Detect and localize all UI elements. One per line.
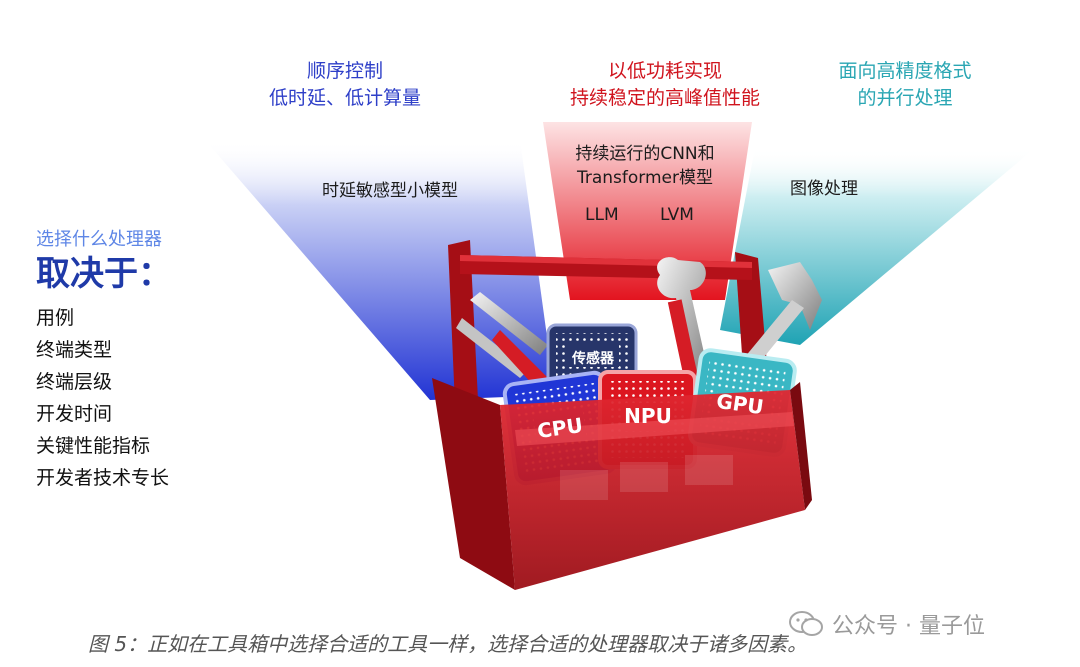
watermark-text: 公众号 · 量子位 <box>832 614 985 639</box>
beam-text-llm: LLM <box>585 205 619 225</box>
figure-caption: 图 5：正如在工具箱中选择合适的工具一样，选择合适的处理器取决于诸多因素。 <box>88 632 808 656</box>
left-panel: 选择什么处理器 取决于： 用例 终端类型 终端层级 开发时间 关键性能指标 开发… <box>36 228 172 494</box>
header-teal-line2: 的并行处理 <box>857 87 953 109</box>
watermark: 公众号 · 量子位 <box>788 608 985 640</box>
chip-label-npu: NPU <box>624 404 672 428</box>
beam-text-teal: 图像处理 <box>790 179 858 199</box>
header-teal: 面向高精度格式 的并行处理 <box>790 58 1020 112</box>
factor-item: 关键性能指标 <box>36 435 151 457</box>
header-blue-line1: 顺序控制 <box>306 60 383 82</box>
toolbox-body <box>432 378 812 590</box>
header-red: 以低功耗实现 持续稳定的高峰值性能 <box>520 58 810 112</box>
red-beam <box>543 122 752 300</box>
header-red-line2: 持续稳定的高峰值性能 <box>569 87 760 109</box>
factor-item: 开发时间 <box>36 403 113 425</box>
beam-text-red-line2: Transformer模型 <box>576 168 713 188</box>
factor-item: 终端层级 <box>36 371 113 393</box>
header-teal-line1: 面向高精度格式 <box>838 60 972 82</box>
chip-label-sensor: 传感器 <box>572 351 614 367</box>
factor-item: 用例 <box>36 307 75 329</box>
beam-text-red-line1: 持续运行的CNN和 <box>575 144 715 164</box>
wrench-icon <box>657 257 710 384</box>
header-red-line1: 以低功耗实现 <box>607 60 722 82</box>
factor-item: 终端类型 <box>36 339 113 361</box>
beam-text-red-models: 持续运行的CNN和 Transformer模型 <box>555 142 735 190</box>
wechat-icon <box>789 611 823 636</box>
header-blue-line2: 低时延、低计算量 <box>268 87 421 109</box>
left-panel-answer: 取决于： <box>36 254 172 294</box>
factor-item: 开发者技术专长 <box>36 467 170 489</box>
beam-text-lvm: LVM <box>660 205 694 225</box>
left-panel-question: 选择什么处理器 <box>36 229 162 250</box>
beam-text-blue: 时延敏感型小模型 <box>322 181 458 201</box>
header-blue: 顺序控制 低时延、低计算量 <box>230 58 460 112</box>
